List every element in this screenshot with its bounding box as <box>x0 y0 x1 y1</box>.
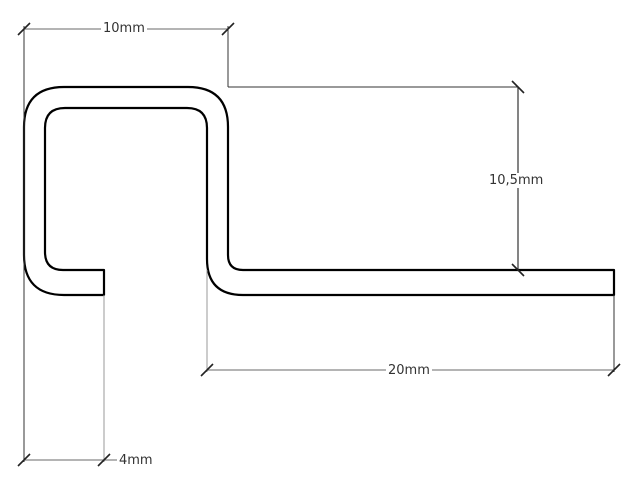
dimension-ticks <box>17 22 621 467</box>
dimension-lines <box>24 28 614 461</box>
dimension-label-lip-width: 4mm <box>117 453 155 468</box>
dimension-label-top-width: 10mm <box>101 21 147 36</box>
dimension-label-height: 10,5mm <box>487 173 546 188</box>
profile-outline <box>22 85 616 297</box>
extension-lines <box>23 26 615 462</box>
dimension-label-flange-length: 20mm <box>386 363 432 378</box>
